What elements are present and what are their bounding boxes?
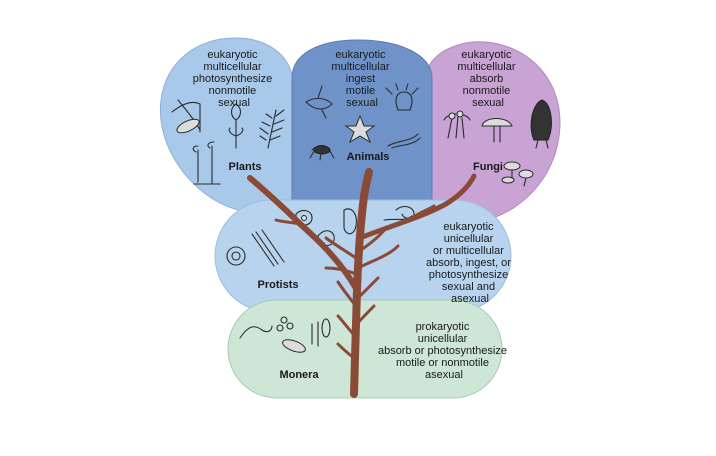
phylogenetic-tree <box>247 168 477 398</box>
monera-traits: prokaryotic unicellular absorb or photos… <box>378 321 510 381</box>
monera-region <box>227 299 503 399</box>
fungi-label: Fungi <box>473 161 503 173</box>
monera-label: Monera <box>279 369 319 381</box>
fungi-traits: eukaryotic multicellular absorb nonmotil… <box>457 49 518 109</box>
plants-label: Plants <box>228 161 261 173</box>
protists-traits: eukaryotic unicellular or multicellular … <box>426 221 514 305</box>
fungus-sketches <box>443 99 552 187</box>
plant-sketches <box>171 99 285 185</box>
plants-traits: eukaryotic multicellular photosynthesize… <box>193 49 276 109</box>
animals-label: Animals <box>347 151 390 163</box>
animals-traits: eukaryotic multicellular ingest motile s… <box>331 49 392 109</box>
animal-sketches <box>305 83 421 161</box>
protists-label: Protists <box>258 279 299 291</box>
monera-sketches <box>239 316 331 353</box>
